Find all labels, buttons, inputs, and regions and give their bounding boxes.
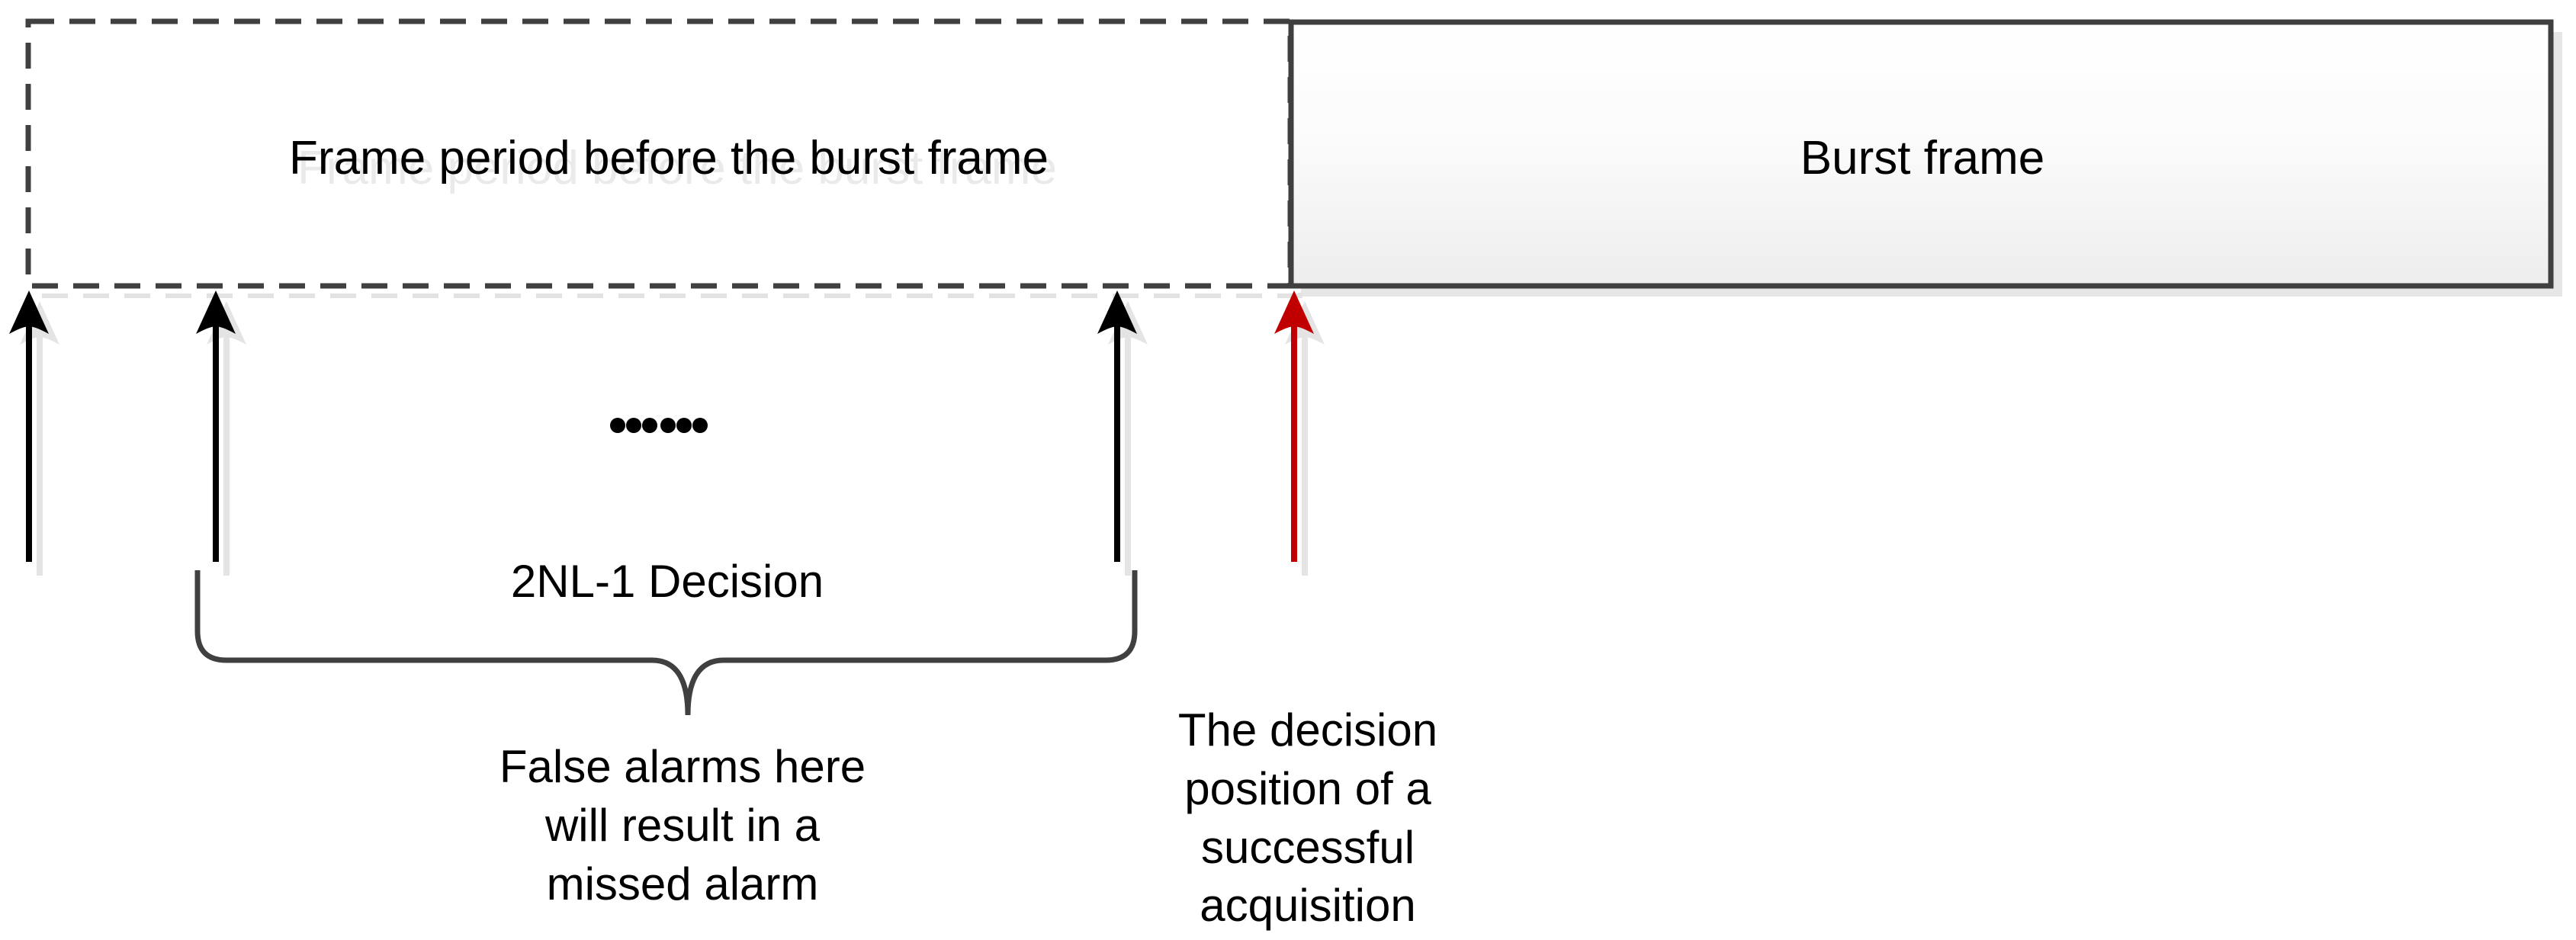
false-alarm-caption: False alarms here will result in a misse… [499,738,866,913]
false-alarm-brace [194,570,1138,716]
false-alarm-caption-line-2: will result in a [544,799,821,851]
decision-tick-last-shadow [1108,301,1148,576]
frame-period-label: Frame period before the burst frame [289,132,1049,184]
decision-tick-1-shadow [20,301,59,576]
frame-period-box [25,18,1293,289]
false-alarm-caption-line-3: missed alarm [546,858,819,910]
burst-frame-box [1288,19,2554,289]
burst-frame-label: Burst frame [1800,132,2045,184]
successful-acquisition-caption-line-2: position of a [1184,762,1431,814]
decision-tick-2-shadow [207,301,246,576]
decision-count-label: 2NL-1 Decision [510,556,824,607]
ellipsis-dots [610,418,708,433]
successful-acquisition-tick-shadow [1285,301,1325,576]
successful-acquisition-caption-line-3: successful [1200,821,1415,873]
successful-acquisition-caption-line-1: The decision [1177,704,1438,756]
decision-tick-2 [196,290,236,562]
false-alarm-caption-line-1: False alarms here [499,741,866,792]
decision-tick-last [1097,290,1137,562]
successful-acquisition-tick [1274,290,1314,562]
frame-period-ghost-label: Frame period before the burst frame [297,142,1057,194]
successful-acquisition-caption-line-4: acquisition [1200,880,1416,932]
decision-tick-1 [9,290,49,562]
successful-acquisition-caption: The decision position of a successful ac… [1178,701,1437,935]
